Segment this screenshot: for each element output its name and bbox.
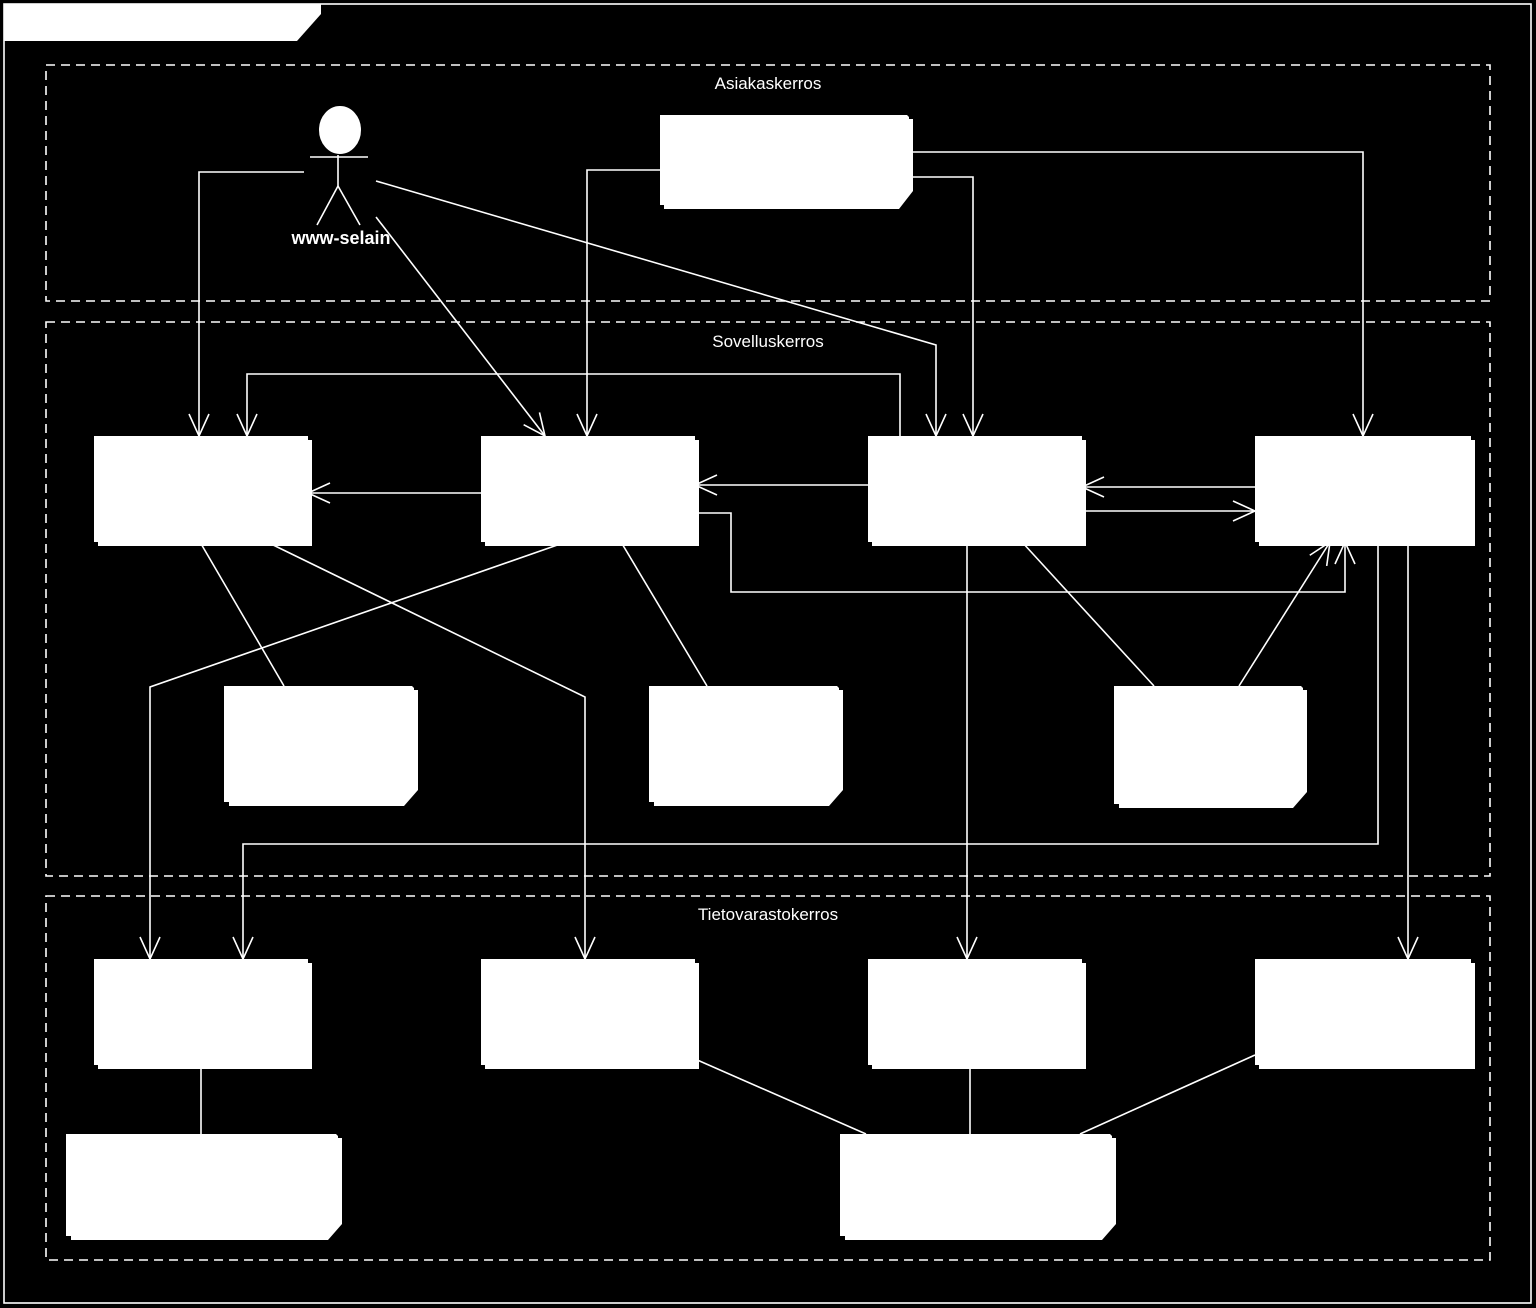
layer-frame-application: [45, 321, 1491, 877]
app-helper-node-2[interactable]: [649, 686, 843, 806]
connector-client-to-app2: [576, 169, 660, 438]
connectors: [139, 151, 1419, 1135]
data-component-2[interactable]: [481, 959, 699, 1069]
client-component[interactable]: [660, 115, 913, 209]
connector-app2-to-app4: [695, 512, 1356, 593]
connector-actor-to-app3: [375, 180, 947, 438]
frame-tab: [4, 4, 321, 41]
connector-data4-node2: [1079, 1054, 1256, 1135]
layer-title-data: Tietovarastokerros: [698, 905, 838, 924]
data-node-1[interactable]: [66, 1134, 342, 1240]
layer-title-client: Asiakaskerros: [715, 74, 822, 93]
data-component-3[interactable]: [868, 959, 1086, 1069]
app-component-2[interactable]: [481, 436, 699, 546]
app-helper-node-1[interactable]: [224, 686, 418, 806]
connector-app3-helper3: [1021, 541, 1155, 687]
app-component-4[interactable]: [1255, 436, 1475, 546]
connector-app2-to-data1: [139, 541, 567, 961]
connector-app4-to-data1: [232, 542, 1379, 961]
actor-label: www-selain: [290, 228, 390, 248]
actor-leg-left: [316, 185, 339, 226]
connector-actor-to-app2: [375, 216, 547, 438]
connector-app1-to-data2: [266, 541, 596, 961]
connector-app3-to-app1: [236, 373, 901, 438]
app-component-1[interactable]: [94, 436, 312, 546]
layer-frame-data: [45, 895, 1491, 1261]
data-node-2[interactable]: [840, 1134, 1116, 1240]
connector-helper3-to-app4: [1238, 540, 1332, 687]
actor-head: [317, 104, 363, 156]
app-component-3[interactable]: [868, 436, 1086, 546]
connector-data2-node2: [694, 1058, 867, 1135]
outer-frame: [3, 3, 1532, 1304]
data-component-4[interactable]: [1255, 959, 1475, 1069]
actor-browser[interactable]: www-selain: [290, 104, 391, 248]
app-helper-node-3[interactable]: [1114, 686, 1307, 808]
connector-app1-helper1: [199, 541, 285, 687]
connector-actor-to-app1: [188, 171, 304, 438]
connector-client-to-app4: [909, 151, 1374, 438]
actor-leg-right: [337, 185, 361, 226]
layer-frame-client: [45, 64, 1491, 302]
connector-client-to-app3: [909, 176, 984, 438]
connector-app2-helper2: [620, 541, 708, 687]
layer-title-application: Sovelluskerros: [712, 332, 824, 351]
data-component-1[interactable]: [94, 959, 312, 1069]
